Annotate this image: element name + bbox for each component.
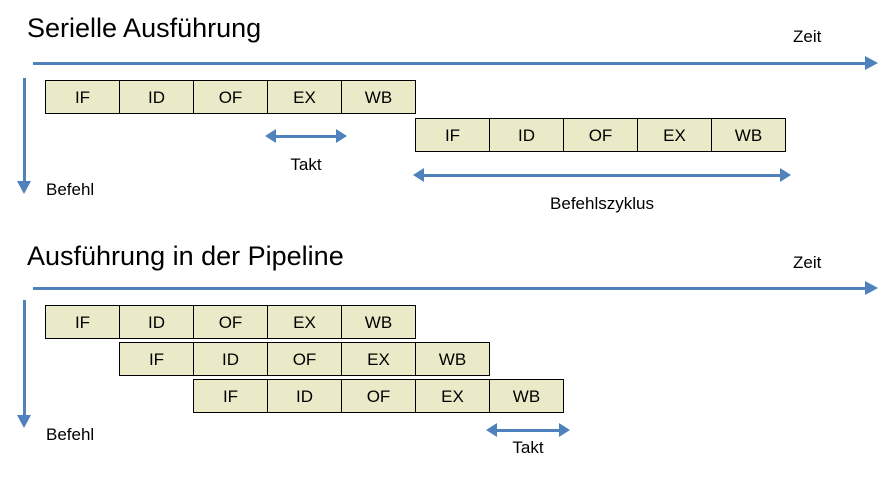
- stage-cell: WB: [711, 118, 786, 152]
- stage-cell: EX: [267, 80, 342, 114]
- stage-cell: EX: [415, 379, 490, 413]
- stage-cell: IF: [45, 80, 120, 114]
- arrow-right-icon: [336, 129, 347, 143]
- section-title-pipeline: Ausführung in der Pipeline: [27, 241, 344, 271]
- instruction-axis-label-pipeline: Befehl: [46, 425, 95, 444]
- time-axis-line-pipeline: [33, 286, 865, 290]
- arrow-down-icon: [17, 181, 31, 194]
- time-axis-serial: [33, 55, 878, 71]
- stage-cell: ID: [193, 342, 268, 376]
- measure-label-befehlszyklus: Befehlszyklus: [550, 194, 654, 213]
- instruction-axis-serial: [16, 78, 32, 194]
- stage-cell: WB: [489, 379, 564, 413]
- table-row: IF ID OF EX WB: [193, 379, 564, 413]
- stage-cell: IF: [45, 305, 120, 339]
- measure-arrow-befehlszyklus: [413, 168, 791, 182]
- table-row: IF ID OF EX WB: [45, 305, 416, 339]
- stage-cell: ID: [489, 118, 564, 152]
- arrow-right-icon: [559, 423, 570, 437]
- arrow-left-icon: [413, 168, 424, 182]
- measure-arrow-takt-pipeline: [486, 423, 570, 437]
- measure-arrow-takt-serial: [265, 129, 347, 143]
- instruction-axis-pipeline: [16, 300, 32, 428]
- stage-cell: OF: [193, 305, 268, 339]
- time-axis-label-serial: Zeit: [793, 27, 822, 46]
- stage-cell: ID: [119, 80, 194, 114]
- arrow-right-icon: [780, 168, 791, 182]
- stage-cell: IF: [193, 379, 268, 413]
- stage-cell: WB: [341, 305, 416, 339]
- time-axis-line-serial: [33, 61, 865, 65]
- instruction-axis-line-pipeline: [22, 300, 26, 415]
- time-axis-pipeline: [33, 280, 878, 296]
- arrow-left-icon: [486, 423, 497, 437]
- stage-cell: IF: [415, 118, 490, 152]
- stage-cell: OF: [341, 379, 416, 413]
- instruction-axis-line-serial: [22, 78, 26, 181]
- section-title-serial: Serielle Ausführung: [27, 13, 262, 43]
- table-row: IF ID OF EX WB: [119, 342, 490, 376]
- stage-cell: OF: [193, 80, 268, 114]
- table-row: IF ID OF EX WB: [415, 118, 786, 152]
- measure-label-takt-pipeline: Takt: [512, 438, 544, 457]
- arrow-right-icon: [865, 281, 878, 295]
- table-row: IF ID OF EX WB: [45, 80, 416, 114]
- stage-cell: OF: [563, 118, 638, 152]
- stage-cell: ID: [267, 379, 342, 413]
- stage-cell: WB: [341, 80, 416, 114]
- stage-cell: EX: [341, 342, 416, 376]
- stage-cell: EX: [267, 305, 342, 339]
- arrow-left-icon: [265, 129, 276, 143]
- measure-bar: [424, 173, 780, 177]
- stage-cell: IF: [119, 342, 194, 376]
- measure-bar: [497, 428, 559, 432]
- stage-cell: OF: [267, 342, 342, 376]
- stage-cell: EX: [637, 118, 712, 152]
- stage-cell: WB: [415, 342, 490, 376]
- stage-cell: ID: [119, 305, 194, 339]
- measure-bar: [276, 134, 336, 138]
- measure-label-takt-serial: Takt: [290, 155, 322, 174]
- arrow-right-icon: [865, 56, 878, 70]
- instruction-axis-label-serial: Befehl: [46, 180, 95, 199]
- time-axis-label-pipeline: Zeit: [793, 253, 822, 272]
- arrow-down-icon: [17, 415, 31, 428]
